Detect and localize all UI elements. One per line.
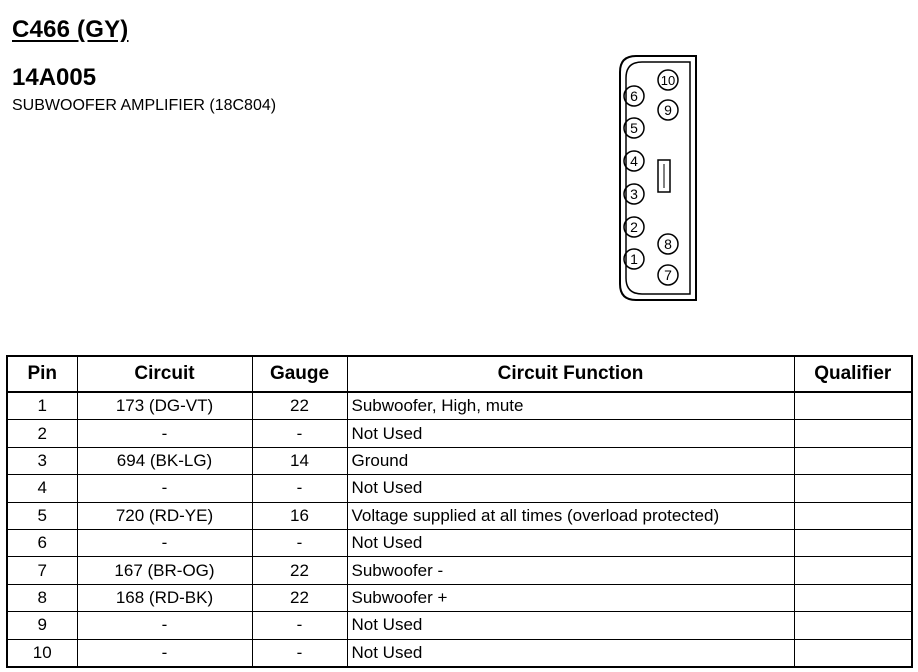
function-cell: Not Used <box>346 638 795 668</box>
table-row: 5 720 (RD-YE) 16 Voltage supplied at all… <box>6 501 913 530</box>
table-row: 3 694 (BK-LG) 14 Ground <box>6 446 913 476</box>
circuit-cell: 694 (BK-LG) <box>76 446 253 476</box>
circuit-cell: 720 (RD-YE) <box>76 501 253 530</box>
table-row: 6 - - Not Used <box>6 528 913 558</box>
gauge-cell: 22 <box>251 556 348 585</box>
table-row: 1 173 (DG-VT) 22 Subwoofer, High, mute <box>6 391 913 421</box>
gauge-cell: - <box>251 528 348 558</box>
pin-cell: 9 <box>6 611 78 640</box>
column-header-qualifier: Qualifier <box>793 355 913 393</box>
function-cell: Voltage supplied at all times (overload … <box>346 501 795 530</box>
circuit-cell: - <box>76 474 253 503</box>
pin-label: 4 <box>630 153 638 169</box>
function-cell: Not Used <box>346 528 795 558</box>
component-name: SUBWOOFER AMPLIFIER (18C804) <box>12 97 277 114</box>
gauge-cell: - <box>251 474 348 503</box>
qualifier-cell <box>793 391 913 421</box>
gauge-cell: 22 <box>251 391 348 421</box>
part-number: 14A005 <box>12 64 97 91</box>
gauge-cell: 16 <box>251 501 348 530</box>
pin-label: 1 <box>630 251 638 267</box>
qualifier-cell <box>793 583 913 613</box>
gauge-cell: - <box>251 419 348 448</box>
pin-cell: 2 <box>6 419 78 448</box>
table-row: 4 - - Not Used <box>6 474 913 503</box>
circuit-cell: - <box>76 419 253 448</box>
table-row: 2 - - Not Used <box>6 419 913 448</box>
function-cell: Not Used <box>346 419 795 448</box>
connector-housing-outline <box>619 55 697 301</box>
qualifier-cell <box>793 638 913 668</box>
circuit-cell: - <box>76 638 253 668</box>
gauge-cell: 14 <box>251 446 348 476</box>
qualifier-cell <box>793 611 913 640</box>
column-header-circuit-function: Circuit Function <box>346 355 795 393</box>
pin-cell: 8 <box>6 583 78 613</box>
pin-label: 7 <box>664 267 672 283</box>
connector-face-diagram: 10 6 9 5 4 3 2 8 1 7 <box>619 55 697 301</box>
function-cell: Not Used <box>346 611 795 640</box>
connector-inner-wall <box>625 61 691 295</box>
locking-tab <box>657 159 671 193</box>
pin-label: 2 <box>630 219 638 235</box>
pin-circle-5: 5 <box>623 117 645 139</box>
function-cell: Subwoofer, High, mute <box>346 391 795 421</box>
pin-cell: 5 <box>6 501 78 530</box>
pinout-table: Pin Circuit Gauge Circuit Function Quali… <box>6 355 913 668</box>
pin-label: 3 <box>630 186 638 202</box>
pin-label: 5 <box>630 120 638 136</box>
qualifier-cell <box>793 419 913 448</box>
pin-circle-4: 4 <box>623 150 645 172</box>
function-cell: Subwoofer + <box>346 583 795 613</box>
qualifier-cell <box>793 474 913 503</box>
circuit-cell: - <box>76 528 253 558</box>
function-cell: Subwoofer - <box>346 556 795 585</box>
circuit-cell: - <box>76 611 253 640</box>
qualifier-cell <box>793 528 913 558</box>
qualifier-cell <box>793 446 913 476</box>
pin-circle-6: 6 <box>623 85 645 107</box>
pin-circle-9: 9 <box>657 99 679 121</box>
column-header-circuit: Circuit <box>76 355 253 393</box>
pin-circle-3: 3 <box>623 183 645 205</box>
pin-circle-10: 10 <box>657 69 679 91</box>
circuit-cell: 168 (RD-BK) <box>76 583 253 613</box>
pin-label: 10 <box>661 73 675 88</box>
pin-cell: 6 <box>6 528 78 558</box>
gauge-cell: - <box>251 611 348 640</box>
gauge-cell: - <box>251 638 348 668</box>
pin-circle-1: 1 <box>623 248 645 270</box>
pin-label: 6 <box>630 88 638 104</box>
table-row: 7 167 (BR-OG) 22 Subwoofer - <box>6 556 913 585</box>
table-row: 9 - - Not Used <box>6 611 913 640</box>
pin-circle-7: 7 <box>657 264 679 286</box>
pin-cell: 7 <box>6 556 78 585</box>
pin-circle-8: 8 <box>657 233 679 255</box>
column-header-pin: Pin <box>6 355 78 393</box>
qualifier-cell <box>793 501 913 530</box>
pin-cell: 4 <box>6 474 78 503</box>
function-cell: Ground <box>346 446 795 476</box>
pin-label: 9 <box>664 102 672 118</box>
connector-id: C466 (GY) <box>12 16 129 43</box>
circuit-cell: 167 (BR-OG) <box>76 556 253 585</box>
pin-cell: 3 <box>6 446 78 476</box>
function-cell: Not Used <box>346 474 795 503</box>
column-header-gauge: Gauge <box>251 355 348 393</box>
table-row: 8 168 (RD-BK) 22 Subwoofer + <box>6 583 913 613</box>
table-row: 10 - - Not Used <box>6 638 913 668</box>
table-header-row: Pin Circuit Gauge Circuit Function Quali… <box>6 355 913 393</box>
pin-label: 8 <box>664 236 672 252</box>
pin-cell: 1 <box>6 391 78 421</box>
circuit-cell: 173 (DG-VT) <box>76 391 253 421</box>
qualifier-cell <box>793 556 913 585</box>
pin-circle-2: 2 <box>623 216 645 238</box>
pin-cell: 10 <box>6 638 78 668</box>
gauge-cell: 22 <box>251 583 348 613</box>
